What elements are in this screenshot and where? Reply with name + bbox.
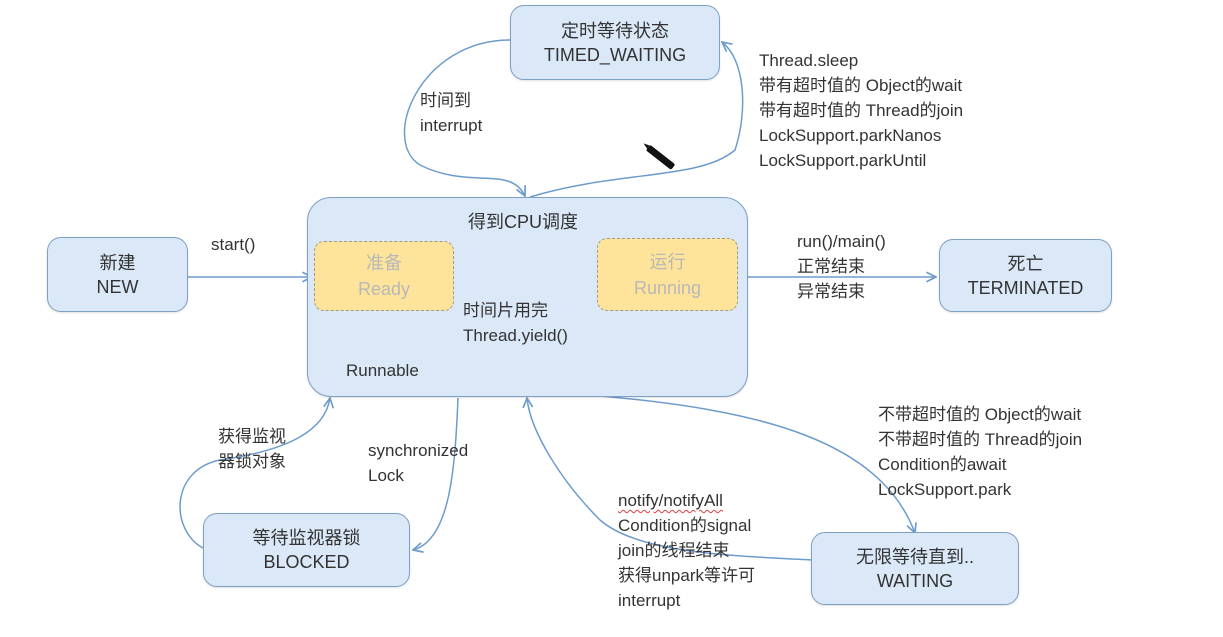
label-line: 异常结束 <box>797 282 865 301</box>
label-waiting-to-runnable: notify/notifyAll Condition的signal join的线… <box>618 488 755 613</box>
new-cn: 新建 <box>99 252 136 273</box>
label-blocked-to-runnable: 获得监视 器锁对象 <box>218 424 286 474</box>
state-blocked: 等待监视器锁 BLOCKED <box>203 513 410 587</box>
label-new-to-runnable: start() <box>211 232 255 257</box>
label-line: interrupt <box>420 116 483 135</box>
label-line: Thread.sleep <box>759 51 859 70</box>
new-en: NEW <box>96 276 139 297</box>
label-timed-waiting-to-runnable: 时间到 interrupt <box>420 88 482 138</box>
waiting-cn: 无限等待直到.. <box>855 546 974 567</box>
label-line: LockSupport.parkUntil <box>759 151 927 170</box>
label-line: Condition的signal <box>618 516 752 535</box>
label-line: 带有超时值的 Object的wait <box>759 76 963 95</box>
substate-ready: 准备 Ready <box>314 241 454 311</box>
substate-running: 运行 Running <box>597 238 738 311</box>
label-line: 时间片用完 <box>463 301 548 320</box>
terminated-cn: 死亡 <box>1007 253 1044 274</box>
label-line: Thread.yield() <box>463 326 568 345</box>
label-runnable-to-blocked: synchronized Lock <box>368 438 468 488</box>
label-line: 时间到 <box>420 91 471 110</box>
blocked-en: BLOCKED <box>263 552 350 572</box>
label-line: 器锁对象 <box>218 452 286 471</box>
ready-en: Ready <box>357 279 411 299</box>
pen-cursor-icon <box>645 144 676 170</box>
timed-waiting-en: TIMED_WAITING <box>543 44 687 65</box>
label-line: LockSupport.parkNanos <box>759 126 942 145</box>
label-line: interrupt <box>618 591 681 610</box>
label-line: synchronized <box>368 441 469 460</box>
state-new: 新建 NEW <box>47 237 188 312</box>
label-running-to-terminated: run()/main() 正常结束 异常结束 <box>797 229 886 304</box>
running-cn: 运行 <box>649 251 686 272</box>
label-line: 不带超时值的 Object的wait <box>878 405 1082 424</box>
label-line: 带有超时值的 Thread的join <box>759 101 964 120</box>
runnable-name: Runnable <box>346 361 419 380</box>
label-line: 不带超时值的 Thread的join <box>878 430 1083 449</box>
label-line: notify/notifyAll <box>618 491 723 510</box>
blocked-cn: 等待监视器锁 <box>252 528 361 548</box>
label-line: Lock <box>368 466 404 485</box>
running-en: Running <box>633 277 702 298</box>
label-line: run()/main() <box>797 232 886 251</box>
label-line: 获得监视 <box>218 427 286 446</box>
runnable-header: 得到CPU调度 <box>468 212 579 232</box>
label-line: LockSupport.park <box>878 480 1012 499</box>
state-terminated: 死亡 TERMINATED <box>939 239 1112 312</box>
label-runnable-to-timed-waiting: Thread.sleep 带有超时值的 Object的wait 带有超时值的 T… <box>759 48 963 173</box>
label-line: join的线程结束 <box>618 541 730 560</box>
label-line: 正常结束 <box>797 257 865 276</box>
label-runnable-to-waiting: 不带超时值的 Object的wait 不带超时值的 Thread的join Co… <box>878 402 1082 502</box>
label-line: 获得unpark等许可 <box>618 566 755 585</box>
waiting-en: WAITING <box>876 570 954 591</box>
state-timed-waiting: 定时等待状态 TIMED_WAITING <box>510 5 720 80</box>
label-running-to-ready: 时间片用完 Thread.yield() <box>463 298 568 348</box>
terminated-en: TERMINATED <box>967 277 1084 298</box>
state-waiting: 无限等待直到.. WAITING <box>811 532 1019 605</box>
label-line: start() <box>211 235 256 254</box>
label-line: Condition的await <box>878 455 1007 474</box>
ready-cn: 准备 <box>366 253 402 273</box>
timed-waiting-cn: 定时等待状态 <box>561 20 669 41</box>
